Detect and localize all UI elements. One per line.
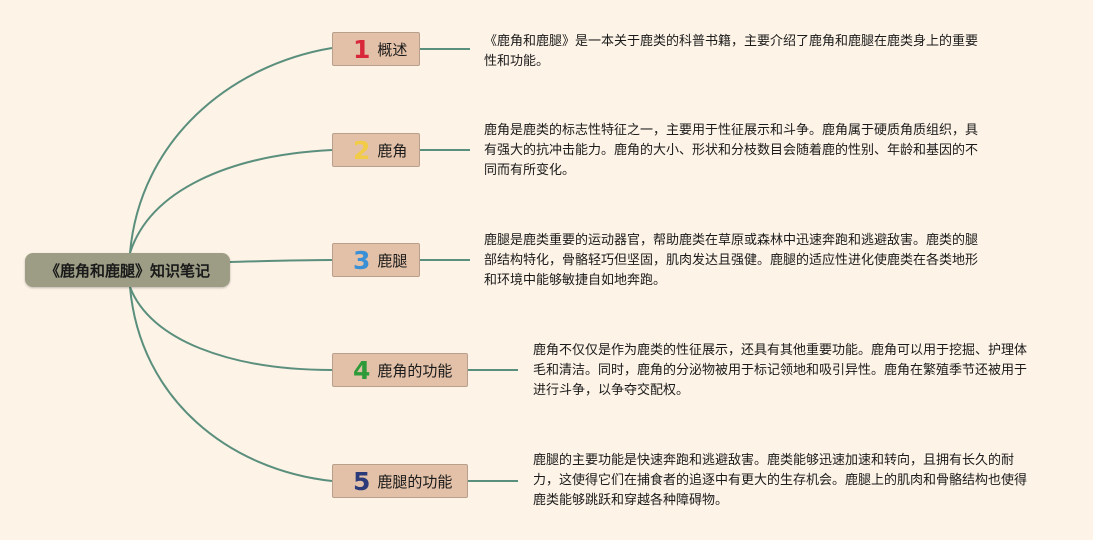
branch-label: 鹿腿的功能 [377,472,453,491]
branch-label: 鹿角的功能 [377,361,453,380]
number-2-icon: 2 [353,135,371,165]
branch-label: 概述 [377,40,408,59]
branch-description-antler: 鹿角是鹿类的标志性特征之一，主要用于性征展示和斗争。鹿角属于硬质角质组织，具有强… [484,123,979,178]
branch-node-antler-function[interactable]: 4 鹿角的功能 [332,353,468,387]
branch-description-leg-function: 鹿腿的主要功能是快速奔跑和逃避敌害。鹿类能够迅速加速和转向，且拥有长久的耐力，这… [533,453,1028,508]
connector-root-4 [129,286,333,371]
branch-node-overview[interactable]: 1 概述 [332,32,420,66]
branch-node-leg[interactable]: 3 鹿腿 [332,243,420,277]
branch-description-leg: 鹿腿是鹿类重要的运动器官，帮助鹿类在草原或森林中迅速奔跑和逃避敌害。鹿类的腿部结… [484,233,979,288]
branch-node-antler[interactable]: 2 鹿角 [332,133,420,167]
connector-root-3 [229,259,333,263]
number-5-icon: 5 [353,466,371,496]
number-4-icon: 4 [353,355,371,385]
number-3-icon: 3 [353,245,371,275]
branch-description-antler-function: 鹿角不仅仅是作为鹿类的性征展示，还具有其他重要功能。鹿角可以用于挖掘、护理体毛和… [533,343,1028,398]
connector-root-2 [129,149,333,254]
connector-root-1 [129,47,333,254]
root-node[interactable]: 《鹿角和鹿腿》知识笔记 [25,253,230,287]
root-title: 《鹿角和鹿腿》知识笔记 [44,261,210,280]
branch-node-leg-function[interactable]: 5 鹿腿的功能 [332,464,468,498]
number-1-icon: 1 [353,34,371,64]
branch-description-overview: 《鹿角和鹿腿》是一本关于鹿类的科普书籍，主要介绍了鹿角和鹿腿在鹿类身上的重要性和… [484,34,979,69]
branch-label: 鹿角 [377,141,408,160]
branch-label: 鹿腿 [377,251,408,270]
connector-root-5 [129,286,333,482]
